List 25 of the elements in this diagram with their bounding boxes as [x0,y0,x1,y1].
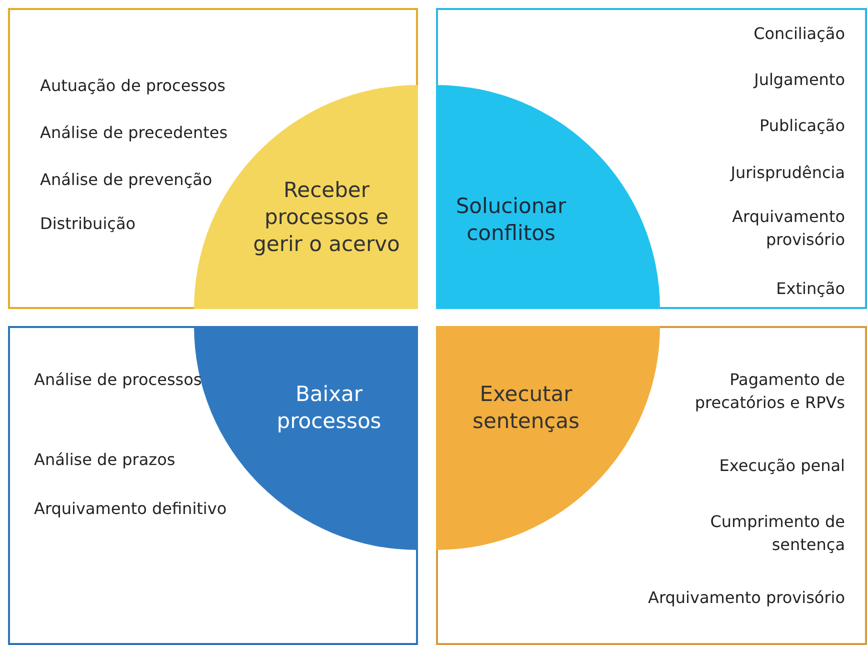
step-label: Cumprimento de sentença [709,511,845,556]
step-label: Execução penal [719,455,845,477]
step-label: Julgamento [754,69,845,91]
step-label: Arquivamento provisório [648,587,845,609]
step-label: Arquivamento definitivo [34,498,227,520]
step-label: Jurisprudência [730,162,845,184]
step-label: Extinção [776,278,845,300]
step-label: Análise de precedentes [40,122,228,144]
step-label: Análise de prazos [34,449,176,471]
quadrant-panel [8,8,418,309]
stage-title: Receber processos e gerir o acervo [252,177,401,258]
step-label: Autuação de processos [40,75,226,97]
step-label: Publicação [759,115,845,137]
quadrant-panel [436,8,867,309]
stage-title: Solucionar conflitos [454,193,568,247]
stage-title: Executar sentenças [472,381,580,435]
step-label: Conciliação [754,23,845,45]
step-label: Distribuição [40,213,136,235]
step-label: Análise de prevenção [40,169,212,191]
stage-title: Baixar processos [276,381,382,435]
quadrant-panel [8,326,418,645]
step-label: Pagamento de precatórios e RPVs [694,369,845,414]
quadrant-panel [436,326,867,645]
step-label: Análise de processos [34,369,202,391]
step-label: Arquivamento provisório [731,206,845,251]
